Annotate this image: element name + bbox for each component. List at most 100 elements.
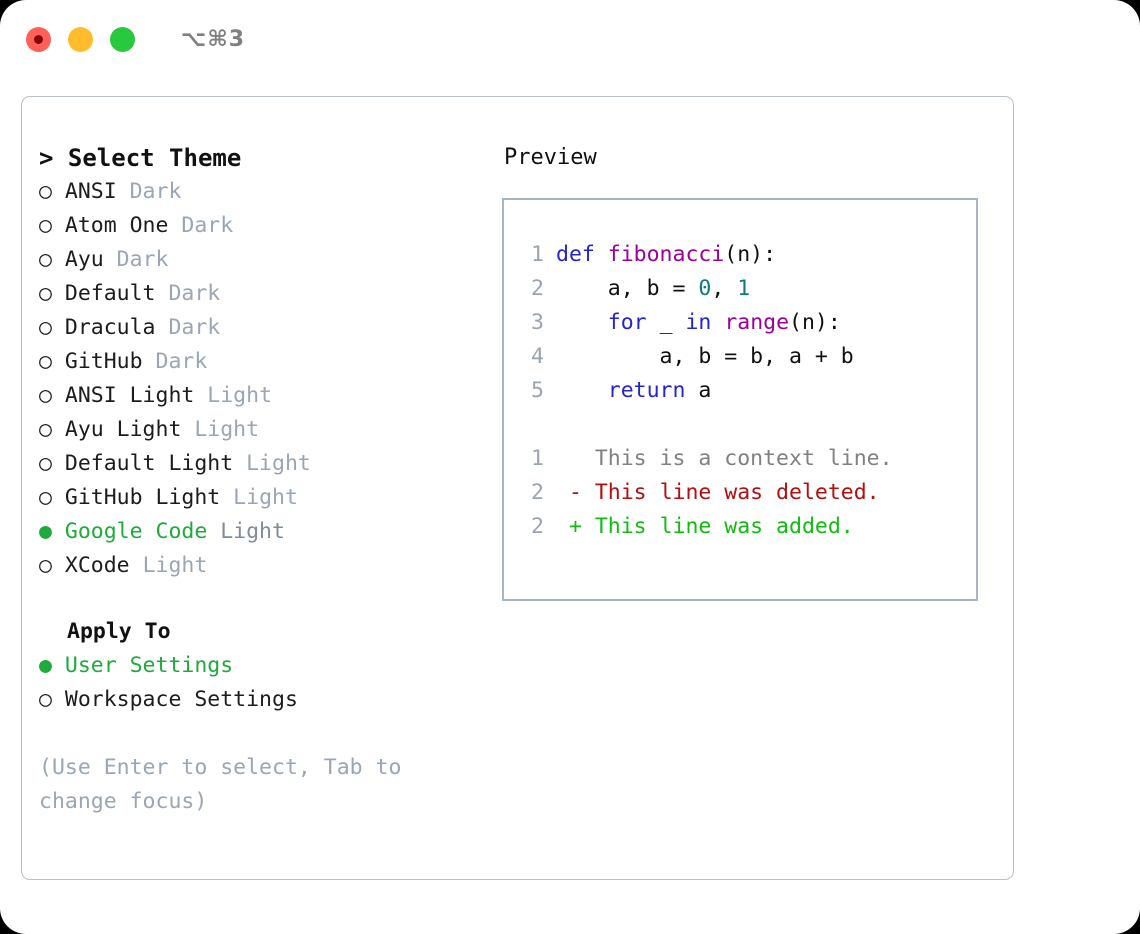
code-token: in bbox=[685, 310, 712, 335]
code-token: 1 bbox=[737, 276, 751, 301]
theme-list-item[interactable]: ○ GitHub Dark bbox=[39, 345, 502, 379]
code-line: 3 for _ in range(n): bbox=[522, 306, 976, 340]
theme-list-item[interactable]: ○ Ayu Dark bbox=[39, 243, 502, 277]
line-number: 2 bbox=[531, 514, 544, 539]
theme-name-label: Ayu Light bbox=[64, 417, 182, 442]
theme-kind-badge: Light bbox=[129, 553, 208, 578]
theme-list-item[interactable]: ○ GitHub Light Light bbox=[39, 481, 502, 515]
radio-unselected-icon: ○ bbox=[39, 451, 65, 476]
radio-unselected-icon: ○ bbox=[39, 179, 65, 204]
code-token bbox=[556, 310, 608, 335]
diff-line: 1 This is a context line. bbox=[522, 442, 976, 476]
apply-to-list[interactable]: ● User Settings○ Workspace Settings bbox=[39, 649, 502, 717]
code-token: fibonacci bbox=[607, 242, 725, 267]
theme-list-item[interactable]: ○ Atom One Dark bbox=[39, 209, 502, 243]
code-token: return bbox=[607, 378, 686, 403]
theme-selector-column: > Select Theme ○ ANSI Dark○ Atom One Dar… bbox=[22, 141, 502, 879]
diff-text: This line was deleted. bbox=[594, 480, 880, 505]
diff-sample: 1 This is a context line.2 - This line w… bbox=[522, 442, 976, 544]
spacer bbox=[39, 583, 502, 615]
theme-list-item[interactable]: ○ ANSI Dark bbox=[39, 175, 502, 209]
radio-unselected-icon: ○ bbox=[39, 281, 65, 306]
window-controls bbox=[26, 26, 135, 52]
diff-text: This line was added. bbox=[594, 514, 854, 539]
line-number: 3 bbox=[531, 310, 544, 335]
apply-to-label: Workspace Settings bbox=[64, 687, 298, 712]
code-token bbox=[711, 310, 724, 335]
code-token: a, b = b, a + b bbox=[556, 344, 854, 369]
code-token: (n): bbox=[789, 310, 841, 335]
line-number: 4 bbox=[531, 344, 544, 369]
theme-name-label: GitHub bbox=[64, 349, 143, 374]
line-number: 5 bbox=[531, 378, 544, 403]
theme-name-label: Ayu bbox=[64, 247, 104, 272]
theme-name-label: Dracula bbox=[64, 315, 156, 340]
code-token: a bbox=[685, 378, 712, 403]
radio-unselected-icon: ○ bbox=[39, 315, 65, 340]
apply-to-heading: Apply To bbox=[67, 619, 171, 644]
theme-list[interactable]: ○ ANSI Dark○ Atom One Dark○ Ayu Dark○ De… bbox=[39, 175, 502, 583]
diff-line: 2 - This line was deleted. bbox=[522, 476, 976, 510]
code-token: (n): bbox=[724, 242, 777, 267]
theme-kind-badge: Light bbox=[233, 451, 311, 476]
line-number: 1 bbox=[531, 242, 544, 267]
theme-name-label: Atom One bbox=[64, 213, 169, 238]
code-token: def bbox=[556, 242, 608, 267]
theme-kind-badge: Light bbox=[220, 485, 298, 510]
theme-kind-badge: Dark bbox=[116, 179, 182, 204]
radio-unselected-icon: ○ bbox=[39, 485, 65, 510]
theme-kind-badge: Dark bbox=[155, 315, 221, 340]
radio-unselected-icon: ○ bbox=[39, 417, 65, 442]
spacer bbox=[522, 408, 976, 442]
theme-list-item[interactable]: ○ Dracula Dark bbox=[39, 311, 502, 345]
apply-to-option[interactable]: ● User Settings bbox=[39, 649, 502, 683]
theme-kind-badge: Light bbox=[181, 417, 260, 442]
code-token: 0 bbox=[698, 276, 712, 301]
code-line: 2 a, b = 0, 1 bbox=[522, 272, 976, 306]
theme-name-label: GitHub Light bbox=[64, 485, 221, 510]
radio-unselected-icon: ○ bbox=[39, 349, 65, 374]
diff-marker bbox=[556, 446, 595, 471]
apply-to-label: User Settings bbox=[64, 653, 234, 678]
code-token: , bbox=[711, 276, 738, 301]
page-title: > Select Theme bbox=[39, 144, 242, 172]
zoom-button[interactable] bbox=[110, 26, 135, 52]
theme-list-item[interactable]: ○ ANSI Light Light bbox=[39, 379, 502, 413]
line-number: 1 bbox=[531, 446, 544, 471]
diff-text: This is a context line. bbox=[594, 446, 893, 471]
keyboard-hint-text: (Use Enter to select, Tab to change focu… bbox=[39, 755, 402, 814]
apply-to-option[interactable]: ○ Workspace Settings bbox=[39, 683, 502, 717]
theme-name-label: Google Code bbox=[64, 519, 208, 544]
radio-selected-icon: ● bbox=[39, 519, 65, 544]
theme-name-label: Default bbox=[64, 281, 156, 306]
radio-selected-icon: ● bbox=[39, 653, 65, 678]
close-button[interactable] bbox=[26, 26, 51, 52]
preview-heading: Preview bbox=[504, 145, 597, 170]
theme-kind-badge: Light bbox=[207, 519, 285, 544]
line-number: 2 bbox=[531, 480, 544, 505]
theme-kind-badge: Dark bbox=[103, 247, 169, 272]
theme-name-label: ANSI Light bbox=[64, 383, 195, 408]
code-line: 5 return a bbox=[522, 374, 976, 408]
theme-kind-badge: Dark bbox=[168, 213, 234, 238]
recording-dot-icon bbox=[34, 34, 43, 44]
code-token bbox=[556, 378, 608, 403]
theme-list-item[interactable]: ○ XCode Light bbox=[39, 549, 502, 583]
keyboard-shortcut-label: ⌥⌘3 bbox=[181, 26, 246, 52]
diff-line: 2 + This line was added. bbox=[522, 510, 976, 544]
radio-unselected-icon: ○ bbox=[39, 687, 65, 712]
radio-unselected-icon: ○ bbox=[39, 247, 65, 272]
minimize-button[interactable] bbox=[68, 26, 93, 52]
theme-list-item[interactable]: ● Google Code Light bbox=[39, 515, 502, 549]
theme-list-item[interactable]: ○ Default Light Light bbox=[39, 447, 502, 481]
code-line: 4 a, b = b, a + b bbox=[522, 340, 976, 374]
theme-list-item[interactable]: ○ Default Dark bbox=[39, 277, 502, 311]
theme-name-label: ANSI bbox=[64, 179, 117, 204]
radio-unselected-icon: ○ bbox=[39, 553, 65, 578]
diff-marker: + bbox=[556, 514, 595, 539]
theme-kind-badge: Light bbox=[194, 383, 273, 408]
theme-list-item[interactable]: ○ Ayu Light Light bbox=[39, 413, 502, 447]
titlebar: ⌥⌘3 bbox=[0, 0, 1140, 78]
